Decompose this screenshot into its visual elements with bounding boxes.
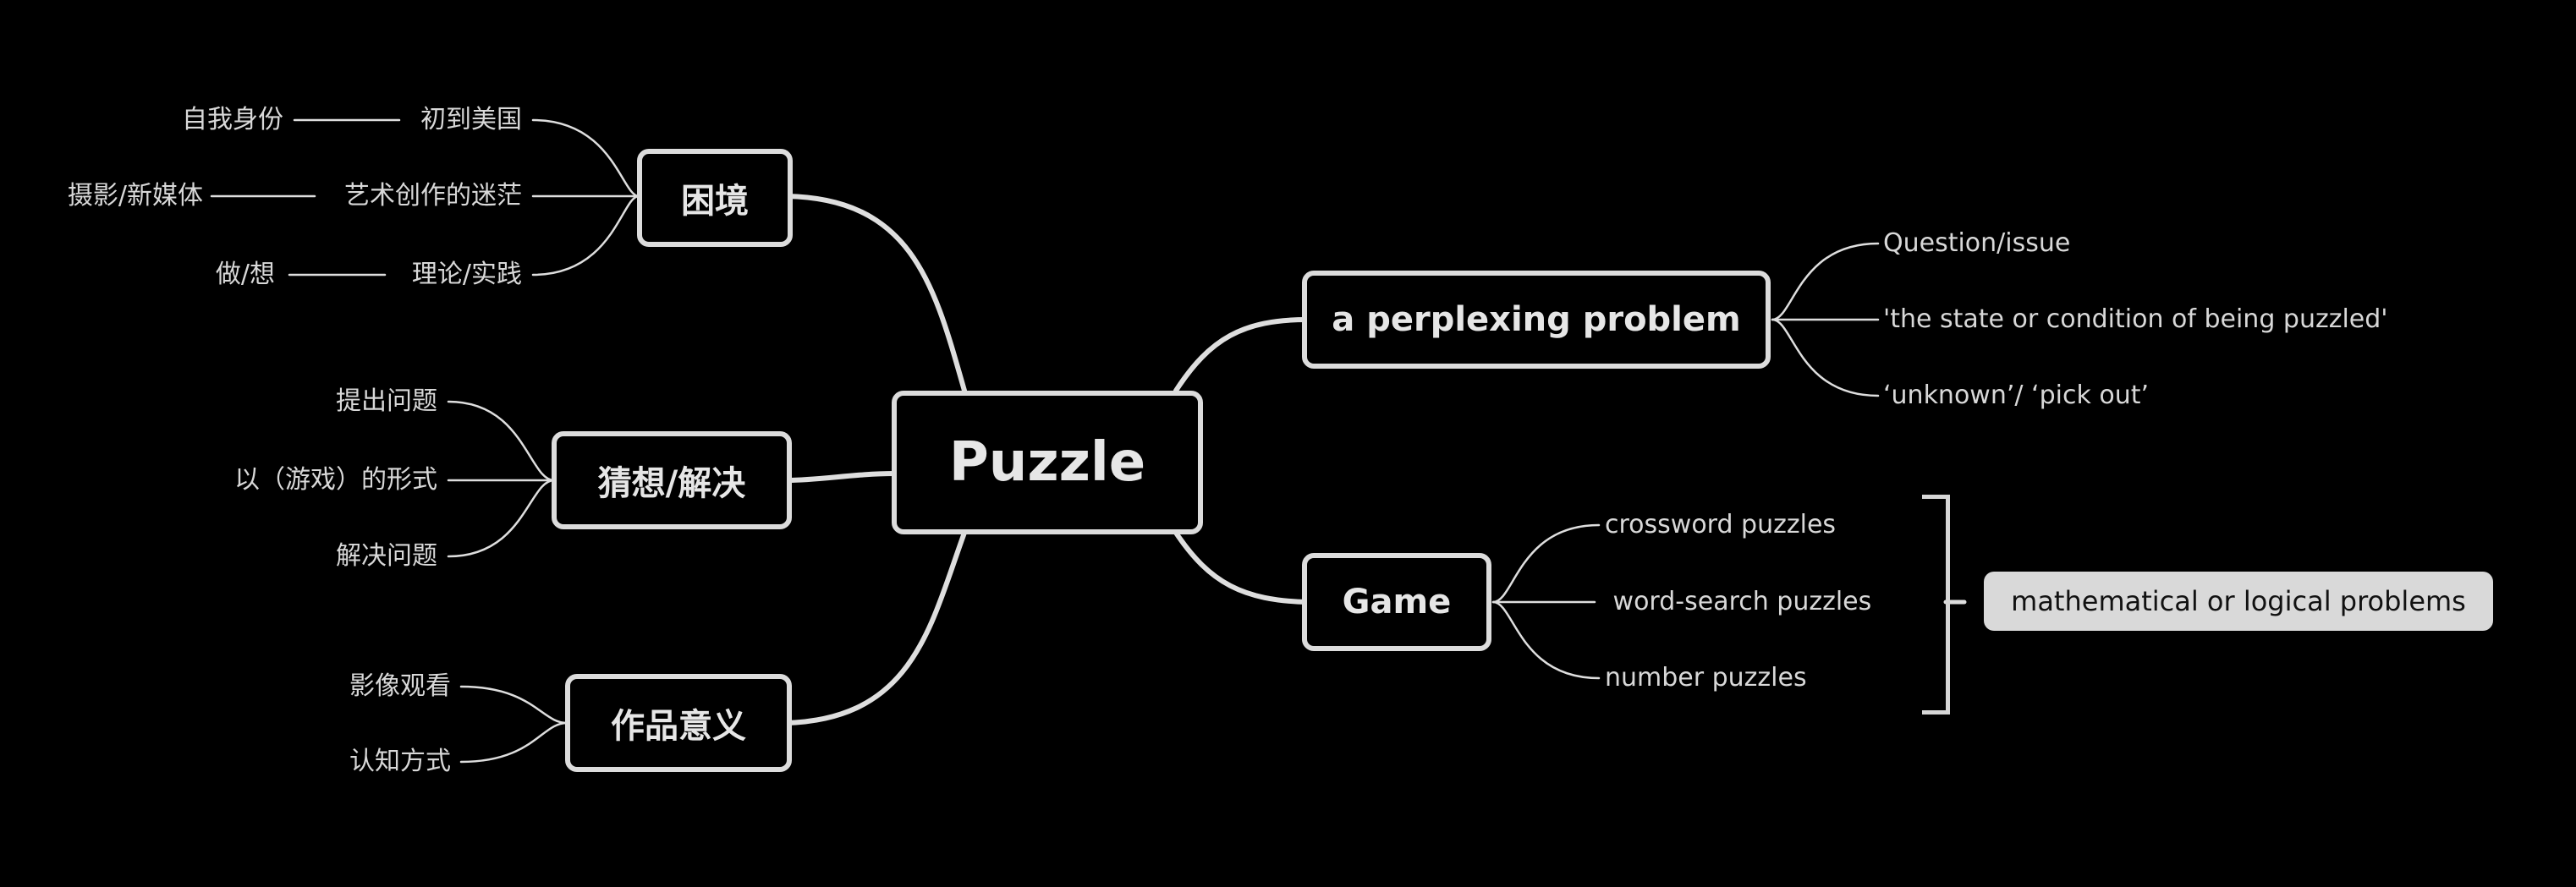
node-game[interactable]: Game xyxy=(1302,553,1491,651)
node-center-label: Puzzle xyxy=(948,431,1146,494)
edge-game-3 xyxy=(1491,600,1601,680)
leaf-game-1[interactable]: crossword puzzles xyxy=(1605,510,1837,539)
leaf-dilemma-2[interactable]: 艺术创作的迷茫 xyxy=(344,181,522,211)
game-summary-label[interactable]: mathematical or logical problems xyxy=(1984,572,2493,631)
edge-dilemma-3 xyxy=(531,194,640,277)
edge-center-meaning xyxy=(784,530,967,725)
node-conjecture[interactable]: 猜想/解决 xyxy=(552,431,792,529)
leaf-dilemma-g1[interactable]: 自我身份 xyxy=(182,105,283,134)
edge-center-dilemma xyxy=(784,194,967,393)
edge-center-game xyxy=(1173,530,1310,605)
node-problem[interactable]: a perplexing problem xyxy=(1302,271,1771,369)
leaf-game-3[interactable]: number puzzles xyxy=(1605,663,1807,693)
edge-conjecture-1 xyxy=(447,400,556,482)
leaf-game-2[interactable]: word-search puzzles xyxy=(1605,587,1872,616)
leaf-problem-1[interactable]: Question/issue xyxy=(1883,228,2071,258)
node-dilemma[interactable]: 困境 xyxy=(637,149,793,247)
edge-center-problem xyxy=(1173,317,1310,393)
node-dilemma-label: 困境 xyxy=(681,182,749,221)
edge-problem-3 xyxy=(1771,318,1880,397)
leaf-dilemma-3[interactable]: 理论/实践 xyxy=(411,260,522,289)
leaf-dilemma-g2[interactable]: 摄影/新媒体 xyxy=(67,181,203,211)
edge-center-conjecture xyxy=(784,471,897,483)
node-problem-label: a perplexing problem xyxy=(1332,300,1741,339)
leaf-problem-3[interactable]: ‘unknown’/ ‘pick out’ xyxy=(1883,381,2150,410)
node-meaning-label: 作品意义 xyxy=(611,707,746,746)
game-summary-bracket xyxy=(1922,495,1950,715)
node-conjecture-label: 猜想/解决 xyxy=(597,464,746,503)
node-center[interactable]: Puzzle xyxy=(892,391,1203,534)
edge-dilemma-1 xyxy=(531,118,640,198)
leaf-dilemma-g3[interactable]: 做/想 xyxy=(215,260,275,289)
leaf-conjecture-2[interactable]: 以（游戏）的形式 xyxy=(234,465,437,495)
leaf-conjecture-3[interactable]: 解决问题 xyxy=(336,541,437,571)
leaf-meaning-1[interactable]: 影像观看 xyxy=(349,671,451,701)
leaf-conjecture-1[interactable]: 提出问题 xyxy=(336,386,437,416)
game-summary-text: mathematical or logical problems xyxy=(2011,585,2466,617)
leaf-dilemma-1[interactable]: 初到美国 xyxy=(420,105,522,134)
leaf-meaning-2[interactable]: 认知方式 xyxy=(349,747,451,776)
edge-conjecture-3 xyxy=(447,479,556,558)
node-meaning[interactable]: 作品意义 xyxy=(565,674,792,772)
node-game-label: Game xyxy=(1342,583,1452,621)
edge-game-1 xyxy=(1491,523,1601,604)
edge-problem-1 xyxy=(1771,242,1880,321)
edge-meaning-2 xyxy=(459,721,568,764)
leaf-problem-2[interactable]: 'the state or condition of being puzzled… xyxy=(1883,304,2388,334)
edge-meaning-1 xyxy=(459,685,568,725)
